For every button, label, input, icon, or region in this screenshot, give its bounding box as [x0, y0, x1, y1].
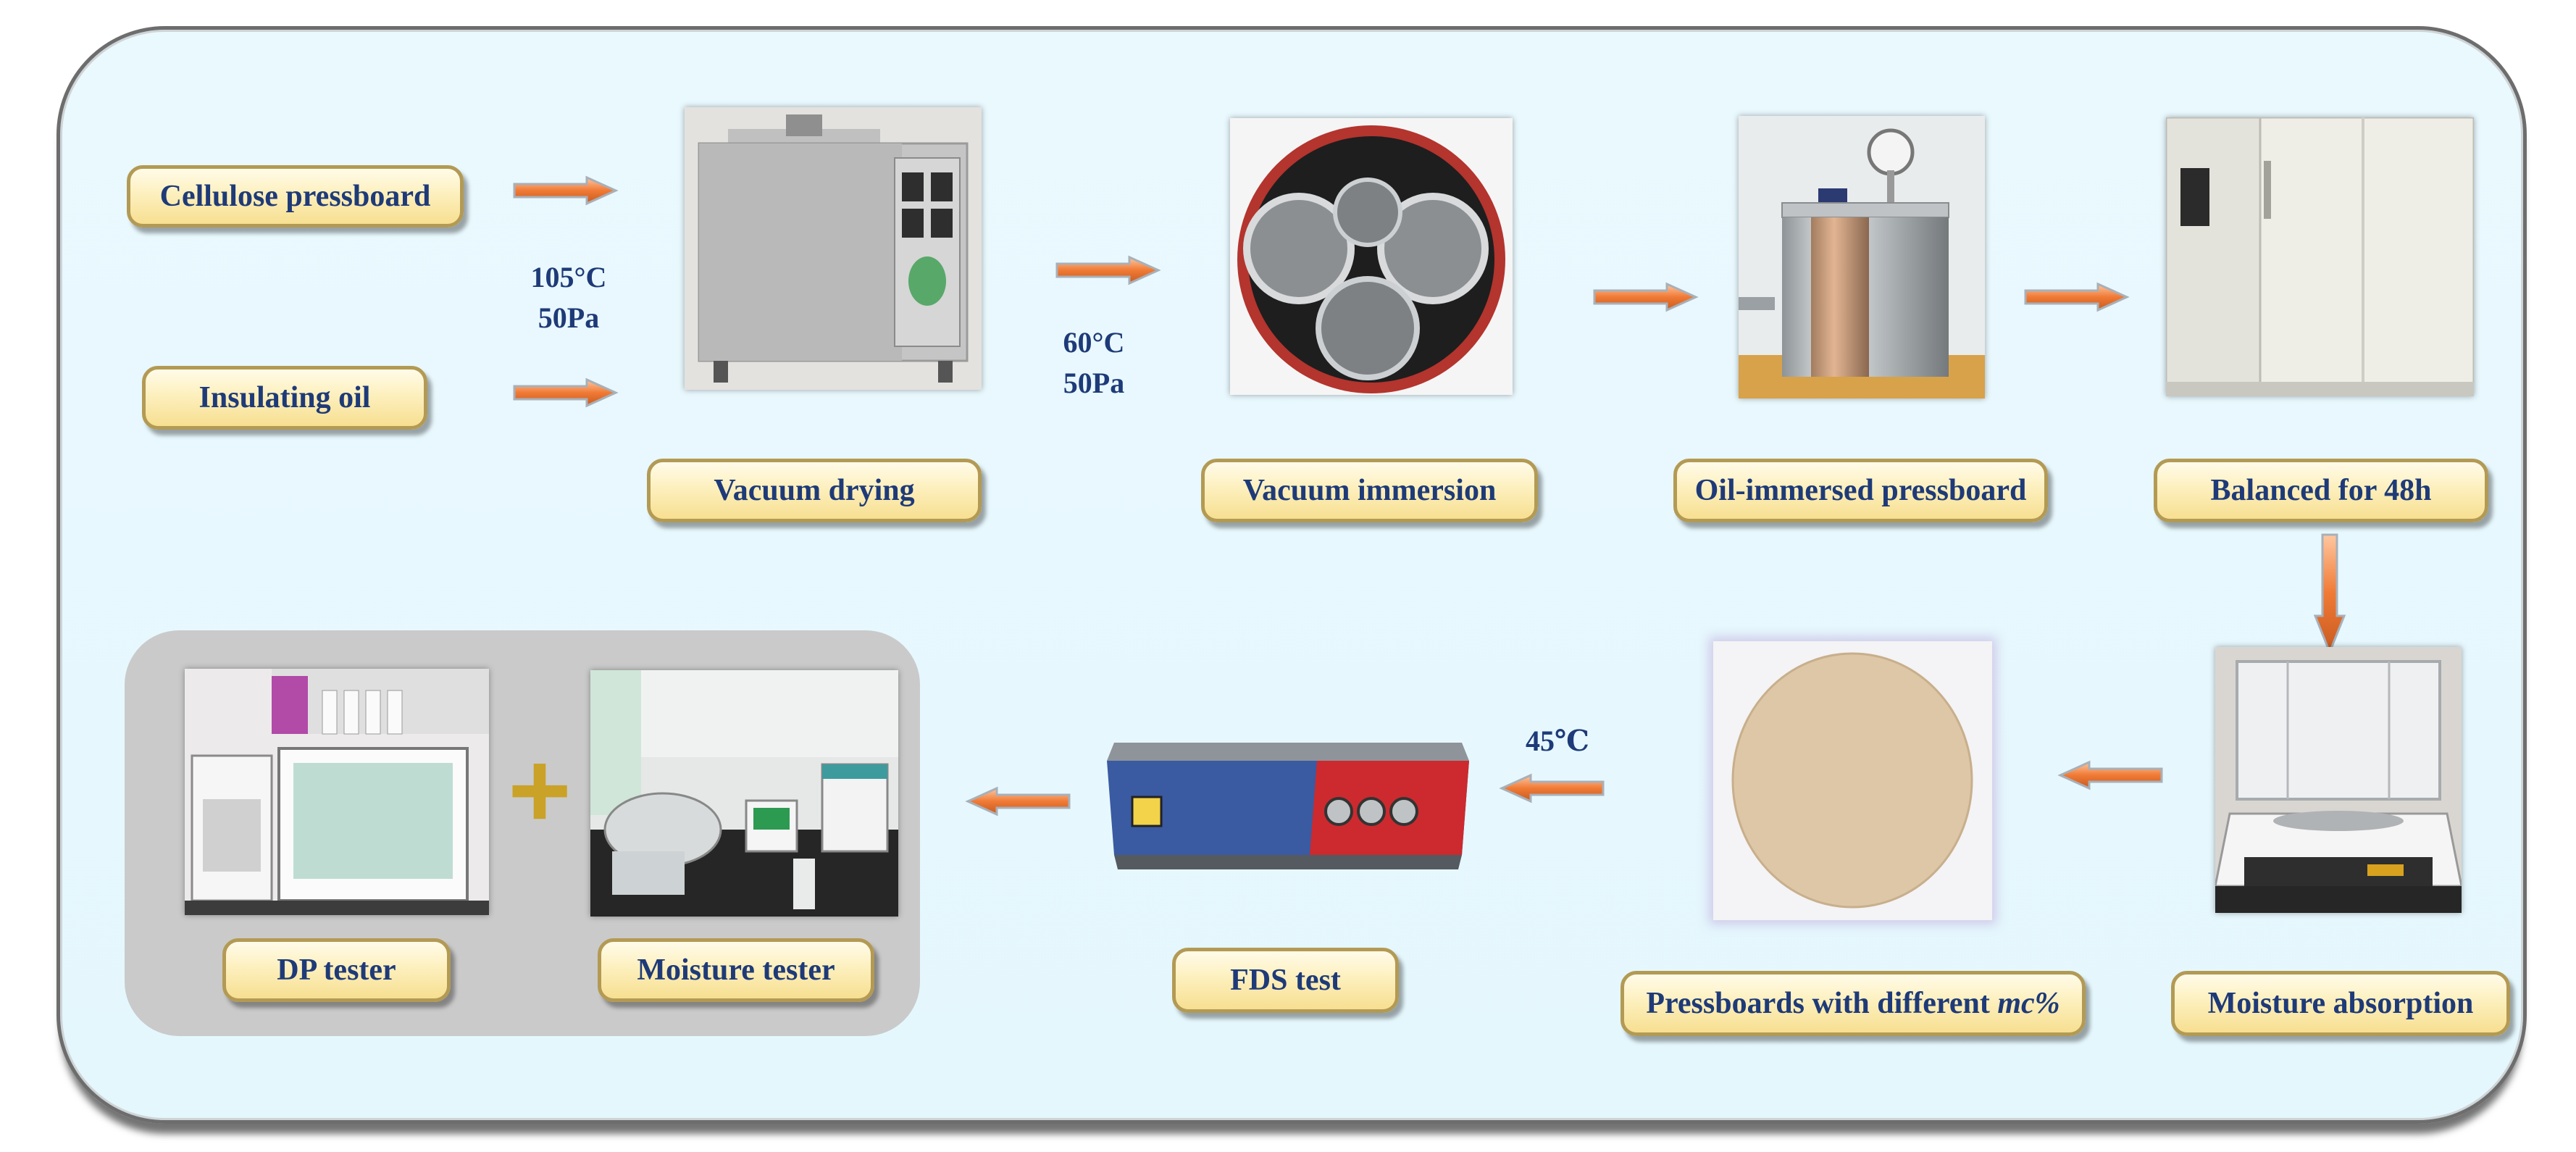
mc-percent-text: mc% [1997, 987, 2060, 1020]
arrow-right-icon [513, 175, 619, 206]
drying-pressure: 50Pa [538, 301, 600, 334]
cellulose-pressboard-label: Cellulose pressboard [127, 165, 464, 228]
pressboard-sample-photo [1713, 641, 1992, 920]
fds-temp: 45℃ [1526, 725, 1589, 757]
vacuum-drying-oven-photo [685, 107, 982, 390]
immersion-conditions: 60°C 50Pa [1032, 322, 1155, 404]
pressboards-mc-label: Pressboards with different mc% [1621, 971, 2086, 1036]
vacuum-drying-label: Vacuum drying [647, 459, 982, 522]
moisture-absorption-label: Moisture absorption [2171, 971, 2510, 1036]
arrow-down-icon [2313, 533, 2346, 656]
drying-conditions: 105°C 50Pa [507, 257, 630, 338]
oil-immersed-pressboard-vessel-photo [1739, 116, 1985, 398]
insulating-oil-label: Insulating oil [142, 366, 427, 430]
vacuum-immersion-tank-photo [1230, 118, 1513, 395]
arrow-left-icon [2057, 760, 2163, 790]
plus-icon: + [508, 729, 572, 851]
dp-tester-label: DP tester [222, 938, 451, 1002]
arrow-left-icon [965, 786, 1071, 817]
oil-immersed-pressboard-label: Oil-immersed pressboard [1673, 459, 2048, 522]
arrow-right-icon [1055, 255, 1161, 285]
immersion-temp: 60°C [1063, 326, 1125, 359]
balanced-48h-label: Balanced for 48h [2154, 459, 2488, 522]
arrow-right-icon [2024, 282, 2130, 312]
fds-conditions: 45℃ [1510, 721, 1605, 761]
pressboards-mc-text: Pressboards with different [1646, 987, 1998, 1020]
immersion-pressure: 50Pa [1063, 367, 1125, 399]
moisture-absorption-balance-photo [2215, 647, 2462, 913]
vacuum-immersion-label: Vacuum immersion [1201, 459, 1538, 522]
fds-test-label: FDS test [1172, 948, 1399, 1013]
dp-tester-photo [185, 669, 489, 915]
moisture-tester-photo [590, 670, 898, 917]
drying-temp: 105°C [530, 261, 607, 293]
moisture-tester-label: Moisture tester [598, 938, 874, 1002]
fds-analyzer-photo [1100, 728, 1476, 873]
balancing-chamber-photo [2166, 117, 2474, 396]
arrow-left-icon [1499, 773, 1605, 804]
arrow-right-icon [513, 377, 619, 408]
arrow-right-icon [1593, 282, 1699, 312]
